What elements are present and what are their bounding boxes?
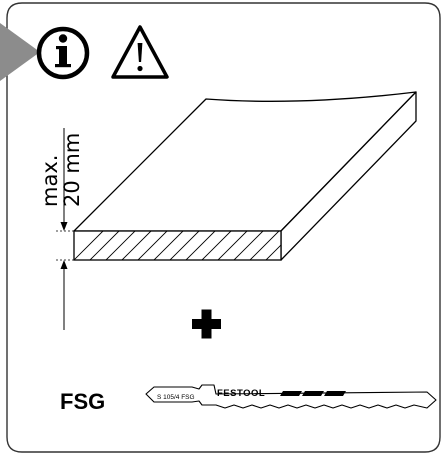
dimension-label-value: 20 mm: [60, 133, 84, 207]
warning-icon: [111, 25, 169, 79]
plus-icon: [192, 309, 221, 339]
blade-brand-label: FESTOOL: [217, 388, 265, 399]
workpiece-board: [73, 91, 417, 261]
dimension-label-max: max.: [38, 155, 62, 207]
blade-brand-bars: [280, 391, 346, 396]
info-icon: [36, 26, 90, 80]
blade-code-label: S 105/4 FSG: [157, 394, 195, 401]
saw-blade: S 105/4 FSG FESTOOL: [145, 384, 437, 409]
pointer-arrow: [0, 23, 40, 81]
blade-type-label: FSG: [60, 389, 105, 414]
thickness-dimension: max. 20 mm: [38, 128, 84, 330]
